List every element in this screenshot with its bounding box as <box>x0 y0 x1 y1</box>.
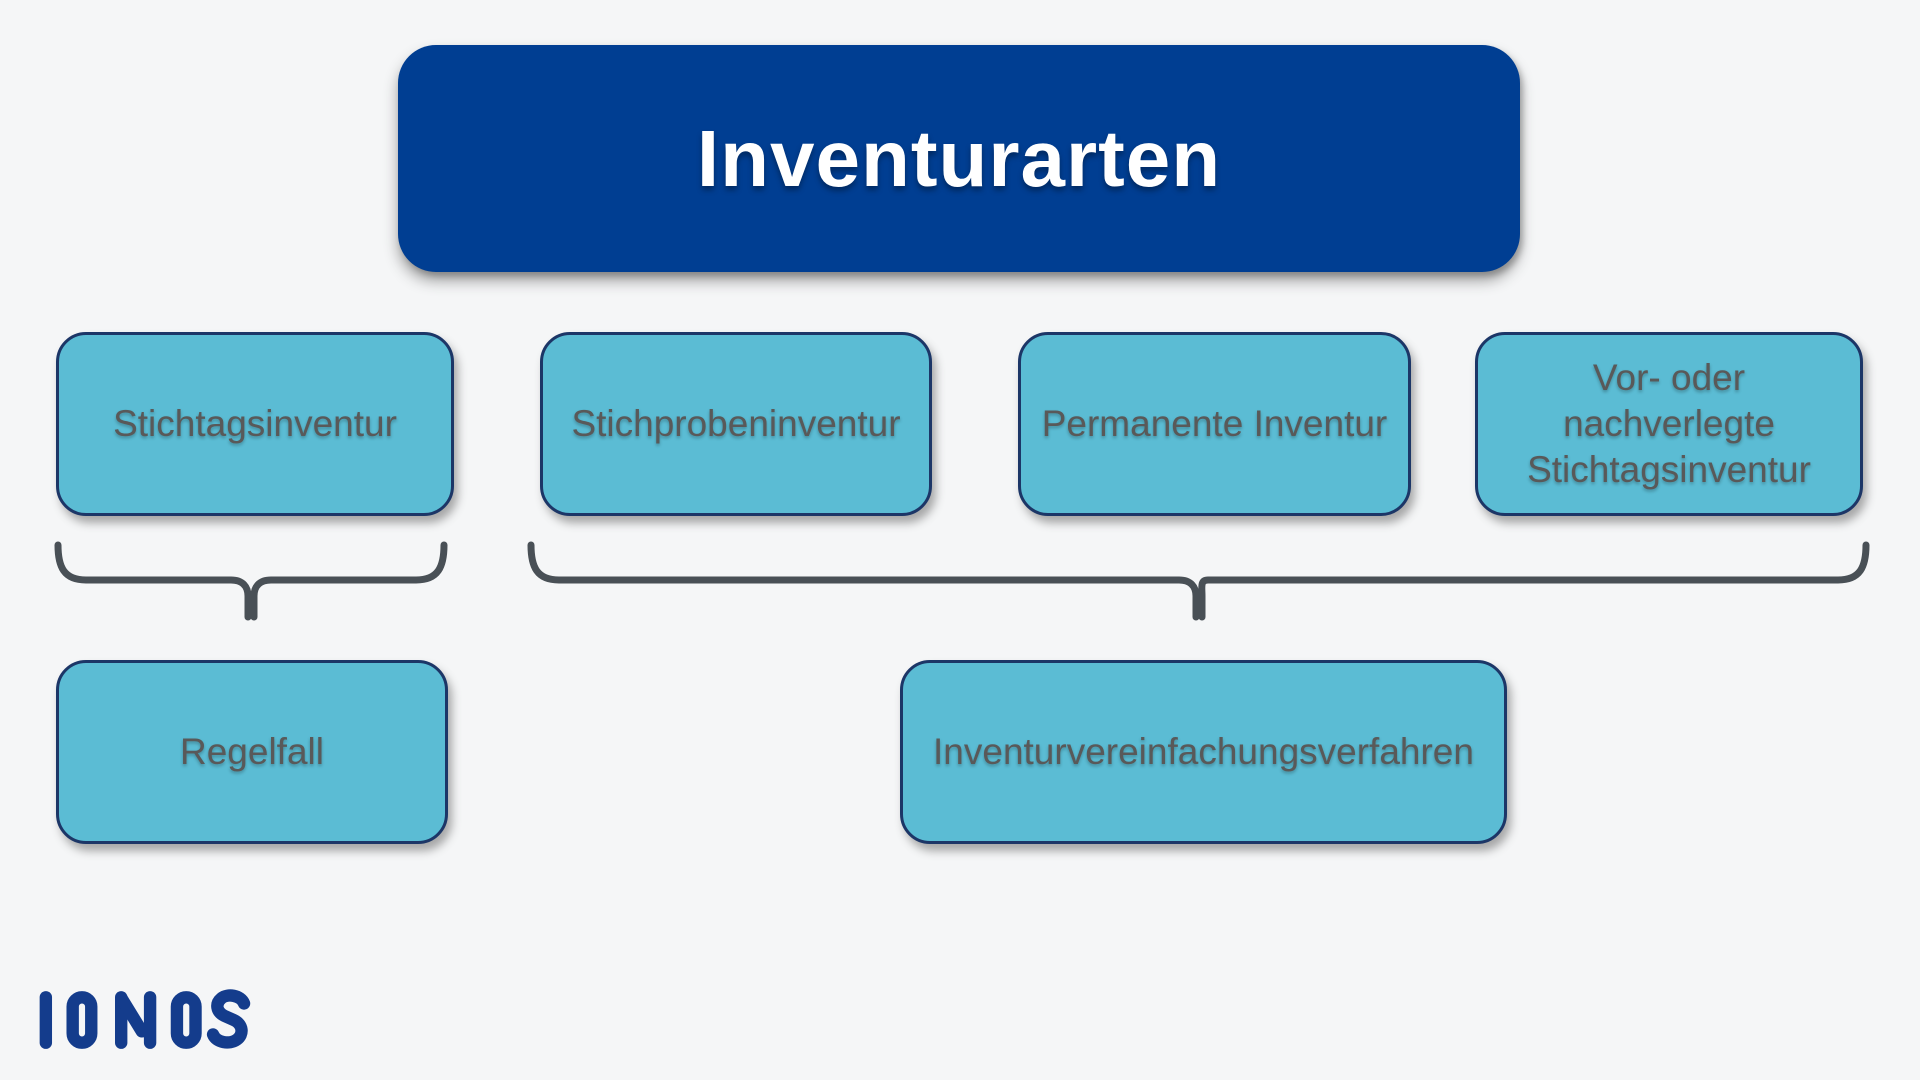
node-vor-oder-nachverlegte-stichtagsinventur: Vor- oder nachverlegte Stichtagsinventur <box>1475 332 1863 516</box>
node-label: Permanente Inventur <box>1041 403 1388 445</box>
node-label: Vor- oder nachverlegte Stichtagsinventur <box>1527 357 1811 490</box>
brace-left-icon <box>54 540 448 622</box>
node-permanente-inventur: Permanente Inventur <box>1018 332 1411 516</box>
node-label: Inventurvereinfachungsverfahren <box>933 731 1474 773</box>
ionos-logo <box>33 988 261 1052</box>
brace-right-icon <box>527 540 1870 622</box>
node-label: Stichprobeninventur <box>571 403 901 445</box>
node-regelfall: Regelfall <box>56 660 448 844</box>
diagram-title-box: Inventurarten <box>398 45 1520 272</box>
node-inventurvereinfachungsverfahren: Inventurvereinfachungsverfahren <box>900 660 1507 844</box>
node-stichprobeninventur: Stichprobeninventur <box>540 332 932 516</box>
node-label: Stichtagsinventur <box>113 403 397 445</box>
node-stichtagsinventur: Stichtagsinventur <box>56 332 454 516</box>
node-label: Regelfall <box>180 731 324 773</box>
diagram-title: Inventurarten <box>696 113 1222 203</box>
